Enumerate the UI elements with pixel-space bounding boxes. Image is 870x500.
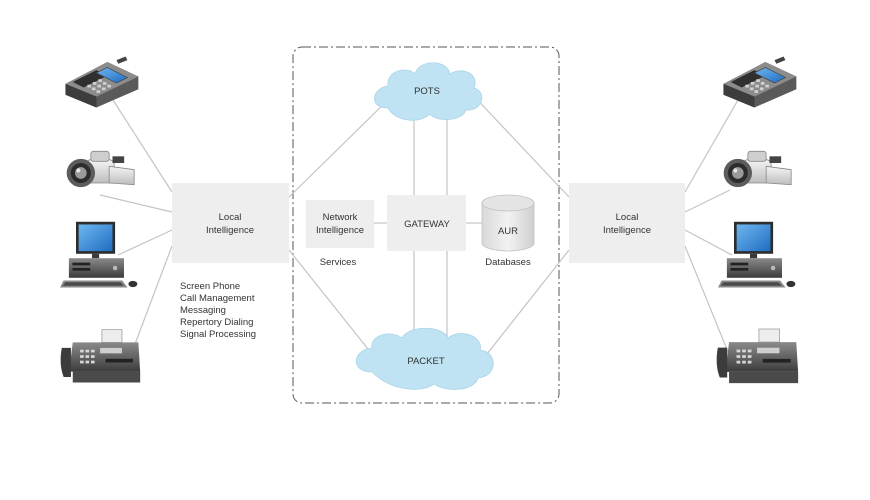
desktop-computer-icon — [60, 221, 138, 288]
services-caption: Services — [320, 257, 357, 268]
gateway-label: GATEWAY — [404, 219, 450, 230]
feature-item: Screen Phone — [180, 281, 240, 292]
network-line1: Network — [323, 212, 358, 223]
packet-label: PACKET — [407, 356, 445, 367]
left-devices — [60, 56, 141, 384]
core-network-boundary — [292, 46, 560, 404]
local-left-line2: Intelligence — [206, 225, 254, 236]
desk-phone-icon — [65, 56, 139, 108]
local-right-line1: Local — [616, 212, 639, 223]
feature-item: Repertory Dialing — [180, 317, 253, 328]
feature-list: Screen Phone Call Management Messaging R… — [180, 281, 256, 340]
fax-machine-icon — [60, 329, 141, 384]
feature-item: Call Management — [180, 293, 255, 304]
pots-cloud: POTS — [374, 62, 483, 121]
desk-phone-icon — [723, 56, 797, 108]
feature-item: Signal Processing — [180, 329, 256, 340]
desktop-computer-icon — [718, 221, 796, 288]
right-devices — [716, 56, 799, 384]
aur-database: AUR — [481, 194, 535, 252]
local-left-line1: Local — [219, 212, 242, 223]
network-intelligence-box: Network Intelligence — [306, 200, 374, 248]
pots-label: POTS — [414, 86, 440, 97]
aur-label: AUR — [498, 226, 518, 237]
packet-cloud: PACKET — [355, 327, 494, 390]
network-line2: Intelligence — [316, 225, 364, 236]
local-intelligence-left: Local Intelligence — [172, 183, 289, 263]
feature-item: Messaging — [180, 305, 226, 316]
databases-caption: Databases — [485, 257, 531, 268]
connection-lines — [99, 91, 739, 355]
gateway-box: GATEWAY — [387, 195, 466, 251]
local-right-line2: Intelligence — [603, 225, 651, 236]
video-camera-icon — [66, 150, 135, 188]
local-intelligence-right: Local Intelligence — [569, 183, 685, 263]
video-camera-icon — [723, 150, 792, 188]
fax-machine-icon — [716, 328, 799, 384]
